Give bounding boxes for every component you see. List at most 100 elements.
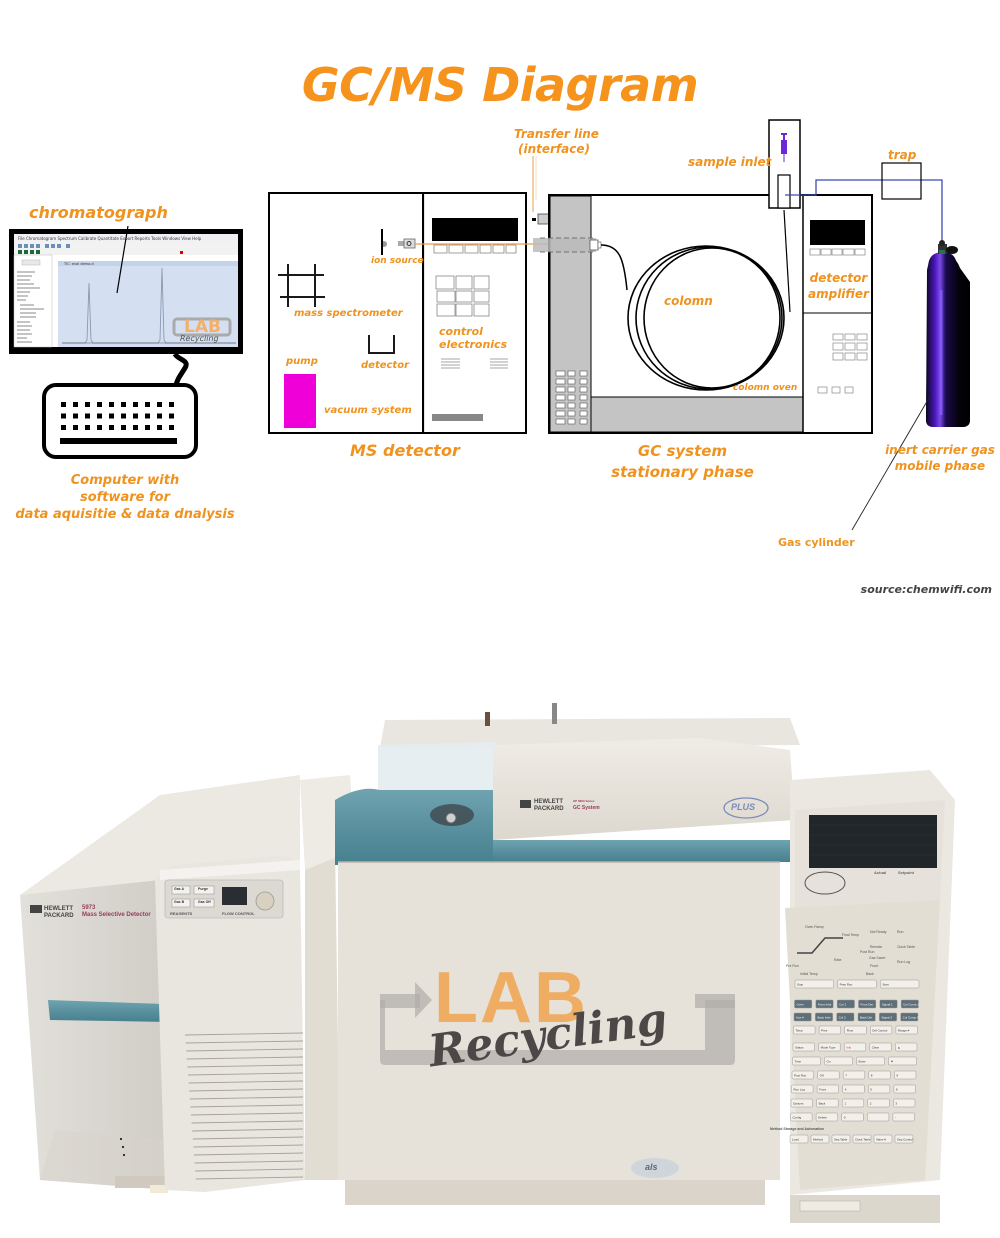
status-label: Rate bbox=[834, 958, 842, 962]
vent-louver bbox=[185, 1040, 304, 1044]
page-title: GC/MS Diagram bbox=[301, 58, 699, 112]
keypad-key[interactable]: Back Inlet bbox=[815, 1012, 833, 1022]
keypad-key[interactable]: Del Control bbox=[870, 1025, 893, 1035]
keypad-key[interactable]: Info bbox=[843, 1042, 867, 1052]
gc-panel-key bbox=[555, 386, 566, 393]
keypad-key[interactable]: Temp bbox=[793, 1025, 816, 1035]
keypad-key[interactable]: 3 bbox=[893, 1098, 916, 1108]
colomn-label: colomn bbox=[664, 294, 713, 308]
gc-lcd-display bbox=[809, 815, 937, 868]
method-key[interactable]: Seq Table bbox=[831, 1134, 851, 1144]
svg-text:Flow: Flow bbox=[847, 1029, 854, 1033]
keypad-key[interactable]: Start bbox=[880, 979, 920, 989]
keypad-key[interactable]: Post Run bbox=[791, 1070, 814, 1080]
keypad-key[interactable]: Prep Run bbox=[837, 979, 877, 989]
keypad-key[interactable]: Aux # bbox=[793, 1012, 812, 1022]
keypad-key[interactable]: Col Comp 1 bbox=[900, 999, 919, 1009]
keypad-key[interactable]: Front Det bbox=[858, 999, 877, 1009]
keyboard-key bbox=[97, 425, 102, 430]
keypad-key[interactable]: Front Inlet bbox=[815, 999, 834, 1009]
keypad-key[interactable]: Run Log bbox=[791, 1084, 814, 1094]
keypad-key[interactable]: Off bbox=[817, 1070, 840, 1080]
keypad-key[interactable]: Enter bbox=[856, 1056, 885, 1066]
keypad-key[interactable]: Col 1 bbox=[836, 999, 855, 1009]
keypad-key[interactable]: . bbox=[867, 1112, 890, 1122]
svg-text:3: 3 bbox=[895, 1102, 897, 1106]
svg-text:Post Run: Post Run bbox=[794, 1074, 807, 1078]
vent-louver bbox=[190, 1112, 304, 1116]
keypad-key[interactable]: Options bbox=[790, 1098, 813, 1108]
purge-button[interactable]: Purge bbox=[198, 887, 208, 891]
keypad-key[interactable]: Signal 1 bbox=[879, 999, 898, 1009]
keypad-key[interactable]: Status bbox=[792, 1042, 815, 1052]
method-key[interactable]: Valve # bbox=[873, 1134, 893, 1144]
keypad-key[interactable]: ▼ bbox=[888, 1056, 917, 1066]
gas-b-button[interactable]: Gas B bbox=[174, 900, 185, 904]
method-storage-label: Method Storage and Automation bbox=[770, 1127, 824, 1131]
method-key[interactable]: Method bbox=[810, 1134, 830, 1144]
keypad-key[interactable]: 8 bbox=[868, 1070, 891, 1080]
svg-text:Col Comp 1: Col Comp 1 bbox=[903, 1003, 919, 1007]
keypad-key[interactable]: Clear bbox=[869, 1042, 892, 1052]
keypad-key[interactable]: Pres bbox=[818, 1025, 841, 1035]
method-key[interactable]: Seq Control bbox=[894, 1134, 914, 1144]
ms-detector-box bbox=[268, 192, 527, 434]
svg-text:Col 2: Col 2 bbox=[839, 1016, 846, 1020]
gc-system-box bbox=[533, 194, 873, 434]
keyboard-key bbox=[85, 402, 90, 407]
hp-logo-icon bbox=[30, 905, 42, 913]
svg-text:Oven: Oven bbox=[797, 1003, 805, 1007]
method-key[interactable]: Clock Table bbox=[852, 1134, 872, 1144]
gc-panel-key bbox=[579, 378, 588, 385]
keypad-key[interactable]: Back bbox=[816, 1098, 839, 1108]
keypad-key[interactable]: Range # bbox=[895, 1025, 918, 1035]
keypad-key[interactable]: - bbox=[892, 1112, 915, 1122]
vent-louver bbox=[192, 1136, 304, 1140]
flow-control-knob[interactable] bbox=[255, 891, 275, 911]
plus-badge-text: PLUS bbox=[731, 802, 756, 812]
keypad-key[interactable]: Stop bbox=[794, 979, 834, 989]
keypad-key[interactable]: Mode Type bbox=[818, 1042, 841, 1052]
vent-louver bbox=[186, 1048, 304, 1052]
chromatograph-label: chromatograph bbox=[29, 203, 168, 222]
gas-a-button[interactable]: Gas A bbox=[174, 887, 184, 891]
keypad-key[interactable]: 5 bbox=[868, 1084, 891, 1094]
gas-off-button[interactable]: Gas Off bbox=[198, 900, 211, 904]
keyboard-cable bbox=[172, 352, 189, 386]
svg-text:Enter: Enter bbox=[859, 1060, 866, 1064]
keypad-key[interactable]: On bbox=[824, 1056, 853, 1066]
keypad-key[interactable]: Time bbox=[792, 1056, 821, 1066]
svg-text:▲: ▲ bbox=[897, 1046, 900, 1050]
trap-label: trap bbox=[888, 148, 917, 162]
method-key[interactable]: Load bbox=[789, 1134, 809, 1144]
svg-text:Pres: Pres bbox=[821, 1029, 828, 1033]
keypad-key[interactable]: 7 bbox=[842, 1070, 866, 1080]
keypad-key[interactable]: 2 bbox=[867, 1098, 890, 1108]
keypad-key[interactable]: Flow bbox=[844, 1025, 867, 1035]
gc-panel-key bbox=[567, 394, 576, 401]
keypad-key[interactable]: 9 bbox=[894, 1070, 917, 1080]
svg-text:4: 4 bbox=[845, 1088, 847, 1092]
keypad-key[interactable]: Col 2 bbox=[836, 1012, 855, 1022]
detector-label: detector bbox=[361, 360, 410, 371]
keypad-key[interactable]: 6 bbox=[893, 1084, 916, 1094]
svg-text:Prep Run: Prep Run bbox=[840, 983, 853, 987]
keypad-key[interactable]: Oven bbox=[794, 999, 813, 1009]
keypad-key[interactable]: 4 bbox=[842, 1084, 865, 1094]
keypad-key[interactable]: Back Det bbox=[857, 1012, 876, 1022]
keypad-key[interactable]: Config bbox=[790, 1112, 813, 1122]
keypad-key[interactable]: Signal 2 bbox=[879, 1012, 897, 1022]
svg-text:6: 6 bbox=[896, 1088, 898, 1092]
keypad-key[interactable]: Delete bbox=[815, 1112, 838, 1122]
keyboard-key bbox=[97, 402, 102, 407]
keypad-key[interactable]: Col Comp 2 bbox=[900, 1012, 919, 1022]
keypad-key[interactable]: Front bbox=[816, 1084, 839, 1094]
svg-text:Load: Load bbox=[792, 1138, 799, 1142]
gc-panel-key bbox=[567, 402, 576, 409]
keypad-key[interactable]: ▲ bbox=[895, 1042, 918, 1052]
gc-panel-key bbox=[555, 370, 566, 377]
keypad-key[interactable]: 0 bbox=[841, 1112, 864, 1122]
keypad-key[interactable]: 1 bbox=[841, 1098, 865, 1108]
